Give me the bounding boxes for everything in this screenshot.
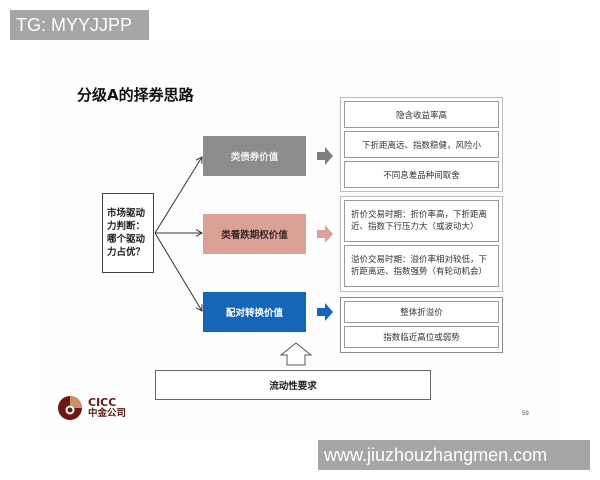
watermark-bottom: www.jiuzhouzhangmen.com <box>318 440 590 470</box>
criteria-item: 不同息差品种间取舍 <box>344 161 499 188</box>
criteria-item: 溢价交易时期：溢价率相对较低，下折距离远、指数强势（有轮动机会） <box>344 245 499 287</box>
arrow-right-pink-icon <box>317 225 333 243</box>
cicc-logo-icon <box>58 396 82 420</box>
group-convert-criteria: 整体折溢价 指数临近高位或弱势 <box>340 297 503 353</box>
criteria-item: 指数临近高位或弱势 <box>344 326 499 348</box>
arrow-right-blue-icon <box>317 303 333 321</box>
market-driver-box: 市场驱动力判断：哪个驱动力占优？ <box>102 193 154 273</box>
group-bond-criteria: 隐含收益率高 下折距离远、指数稳健，风险小 不同息差品种间取舍 <box>340 97 503 192</box>
group-option-criteria: 折价交易时期：折价率高，下折距离近、指数下行压力大（或波动大） 溢价交易时期：溢… <box>340 196 503 292</box>
watermark-top: TG: MYYJJPP <box>10 10 149 40</box>
criteria-item: 整体折溢价 <box>344 301 499 323</box>
category-put-option-value: 类看跌期权价值 <box>203 214 306 254</box>
criteria-item: 折价交易时期：折价率高，下折距离近、指数下行压力大（或波动大） <box>344 200 499 242</box>
category-bond-value: 类债券价值 <box>203 136 306 176</box>
slide-title: 分级A的择券思路 <box>77 86 194 104</box>
logo-text-cn: 中金公司 <box>88 408 127 419</box>
criteria-item: 下折距离远、指数稳健，风险小 <box>344 131 499 158</box>
liquidity-requirement-box: 流动性要求 <box>155 370 431 400</box>
cicc-logo: CICC 中金公司 <box>57 395 126 421</box>
page-number: 59 <box>522 411 529 417</box>
arrow-up-hollow-icon <box>279 342 313 366</box>
logo-text-en: CICC <box>88 396 117 409</box>
category-pair-conversion-value: 配对转换价值 <box>203 292 306 332</box>
criteria-item: 隐含收益率高 <box>344 101 499 128</box>
arrow-right-gray-icon <box>317 147 333 165</box>
